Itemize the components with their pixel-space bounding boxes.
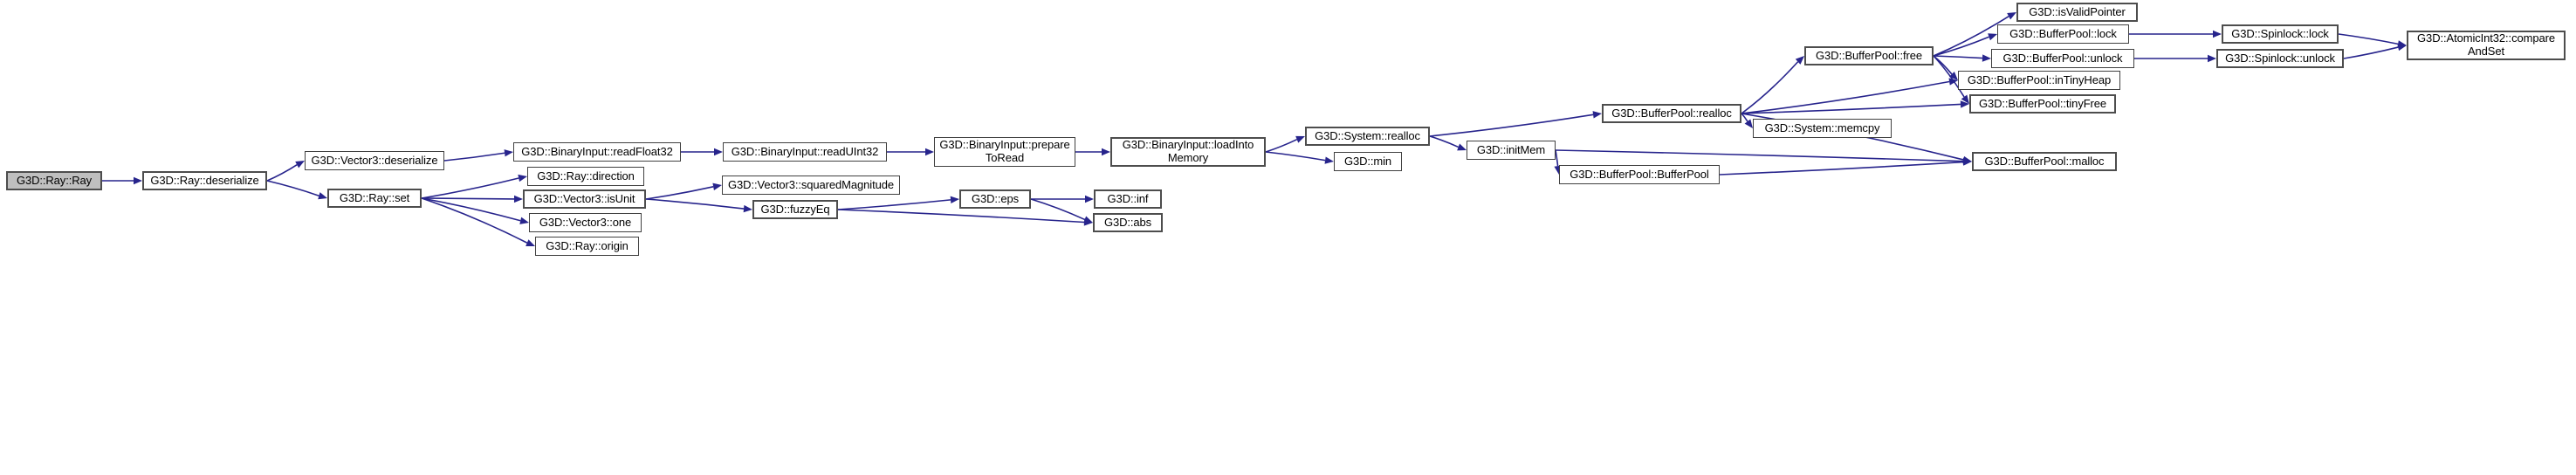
graph-edge-arrow-n23-n25 xyxy=(1961,94,1969,104)
graph-edge-n20-n24 xyxy=(1741,80,1950,114)
graph-edge-arrow-n3-n8 xyxy=(526,239,535,246)
graph-node-n32[interactable]: G3D::AtomicInt32::compare AndSet xyxy=(2407,31,2566,60)
graph-node-n16[interactable]: G3D::BinaryInput::loadInto Memory xyxy=(1110,137,1266,167)
graph-node-n2[interactable]: G3D::Vector3::deserialize xyxy=(305,151,444,170)
graph-edge-n3-n5 xyxy=(421,177,519,199)
graph-edge-arrow-n30-n32 xyxy=(2397,40,2407,48)
graph-node-n21[interactable]: G3D::BufferPool::BufferPool xyxy=(1559,165,1720,184)
graph-edge-arrow-n20-n26 xyxy=(1962,155,1972,164)
graph-node-n7[interactable]: G3D::Vector3::one xyxy=(529,213,642,232)
graph-edge-n19-n26 xyxy=(1555,149,1964,162)
graph-edge-n17-n20 xyxy=(1429,114,1594,137)
graph-node-n12[interactable]: G3D::BinaryInput::prepare ToRead xyxy=(934,137,1075,167)
graph-edge-arrow-n20-n23 xyxy=(1795,56,1804,65)
graph-edge-arrow-n1-n2 xyxy=(295,161,305,169)
graph-node-n28[interactable]: G3D::BufferPool::lock xyxy=(1997,24,2129,44)
graph-node-n8[interactable]: G3D::Ray::origin xyxy=(535,237,639,256)
graph-edge-n30-n32 xyxy=(2338,33,2399,45)
graph-edge-n2-n4 xyxy=(443,152,505,162)
graph-edge-n13-n15 xyxy=(1030,198,1085,221)
graph-edge-n1-n3 xyxy=(266,180,319,196)
graph-edge-arrow-n4-n9 xyxy=(714,148,723,156)
graph-edge-n20-n23 xyxy=(1741,61,1799,114)
graph-edge-arrow-n6-n11 xyxy=(743,204,752,213)
graph-edge-arrow-n2-n4 xyxy=(504,149,513,157)
graph-edge-n23-n24 xyxy=(1933,55,1953,75)
graph-edge-arrow-n3-n5 xyxy=(518,174,527,182)
graph-edge-n17-n19 xyxy=(1429,135,1459,148)
graph-edge-arrow-n20-n24 xyxy=(1948,78,1958,86)
graph-edge-n3-n8 xyxy=(421,197,528,244)
graph-edge-arrow-n20-n25 xyxy=(1960,100,1969,108)
graph-node-n30[interactable]: G3D::Spinlock::lock xyxy=(2222,24,2339,44)
graph-node-n19[interactable]: G3D::initMem xyxy=(1467,141,1556,160)
graph-edge-arrow-n17-n20 xyxy=(1592,111,1602,119)
graph-edge-arrow-n23-n28 xyxy=(1988,33,1997,41)
graph-edge-arrow-n28-n30 xyxy=(2213,30,2222,38)
graph-edge-n16-n17 xyxy=(1265,138,1298,153)
graph-edge-arrow-n21-n26 xyxy=(1962,158,1972,166)
graph-edge-arrow-n23-n24 xyxy=(1948,71,1958,80)
graph-node-n25[interactable]: G3D::BufferPool::tinyFree xyxy=(1969,94,2116,114)
graph-edge-n6-n11 xyxy=(645,198,745,210)
graph-edge-n1-n2 xyxy=(266,164,298,182)
graph-edge-arrow-n3-n6 xyxy=(513,195,523,203)
graph-node-n26[interactable]: G3D::BufferPool::malloc xyxy=(1972,152,2117,171)
graph-node-n6[interactable]: G3D::Vector3::isUnit xyxy=(523,189,646,209)
graph-node-n11[interactable]: G3D::fuzzyEq xyxy=(752,200,838,219)
graph-edge-arrow-n3-n7 xyxy=(519,217,529,224)
graph-edge-arrow-n6-n10 xyxy=(712,182,722,190)
graph-node-n14[interactable]: G3D::inf xyxy=(1094,189,1162,209)
graph-edge-arrow-n13-n15 xyxy=(1083,216,1093,224)
graph-node-n15[interactable]: G3D::abs xyxy=(1093,213,1163,232)
graph-node-n24[interactable]: G3D::BufferPool::inTinyHeap xyxy=(1958,71,2120,90)
graph-edge-arrow-n29-n31 xyxy=(2208,54,2216,63)
graph-edge-arrow-n20-n22 xyxy=(1744,119,1753,128)
graph-edge-n11-n15 xyxy=(837,209,1085,224)
graph-node-n9[interactable]: G3D::BinaryInput::readUInt32 xyxy=(723,142,887,162)
graph-node-n3[interactable]: G3D::Ray::set xyxy=(327,189,422,208)
graph-edge-n20-n25 xyxy=(1741,103,1961,114)
graph-edge-arrow-n9-n12 xyxy=(925,148,934,156)
graph-node-n17[interactable]: G3D::System::realloc xyxy=(1305,127,1430,146)
graph-edge-n11-n13 xyxy=(837,199,951,210)
graph-edge-n3-n6 xyxy=(421,197,515,200)
graph-edge-arrow-n16-n18 xyxy=(1324,156,1334,164)
graph-edge-arrow-n1-n3 xyxy=(318,192,327,200)
graph-edge-n20-n22 xyxy=(1741,113,1748,122)
graph-node-n22[interactable]: G3D::System::memcpy xyxy=(1753,119,1892,138)
graph-edge-n16-n18 xyxy=(1265,151,1326,162)
graph-edge-n21-n26 xyxy=(1719,161,1964,176)
graph-edge-arrow-n23-n29 xyxy=(1982,54,1991,62)
graph-node-n13[interactable]: G3D::eps xyxy=(959,189,1031,209)
graph-edge-arrow-n19-n26 xyxy=(1962,157,1972,165)
graph-edge-n23-n29 xyxy=(1933,55,1983,59)
graph-node-n10[interactable]: G3D::Vector3::squaredMagnitude xyxy=(722,176,900,195)
graph-node-n1[interactable]: G3D::Ray::deserialize xyxy=(142,171,267,190)
graph-edge-n6-n10 xyxy=(645,186,714,200)
graph-edge-n19-n21 xyxy=(1555,149,1559,167)
graph-edge-arrow-n12-n16 xyxy=(1102,148,1110,156)
graph-node-n27[interactable]: G3D::isValidPointer xyxy=(2016,3,2138,22)
graph-node-n0[interactable]: G3D::Ray::Ray xyxy=(6,171,102,190)
graph-edge-arrow-n11-n15 xyxy=(1083,218,1093,226)
graph-edge-arrow-n0-n1 xyxy=(134,176,142,185)
graph-node-n31[interactable]: G3D::Spinlock::unlock xyxy=(2216,49,2344,68)
graph-edge-arrow-n31-n32 xyxy=(2397,43,2407,52)
graph-edge-n23-n28 xyxy=(1933,36,1989,57)
graph-edge-arrow-n16-n17 xyxy=(1295,135,1305,143)
graph-edge-arrow-n11-n13 xyxy=(950,196,959,204)
graph-node-n18[interactable]: G3D::min xyxy=(1334,152,1402,171)
graph-edge-arrow-n13-n14 xyxy=(1085,195,1094,203)
graph-node-n23[interactable]: G3D::BufferPool::free xyxy=(1804,46,1934,65)
graph-node-n20[interactable]: G3D::BufferPool::realloc xyxy=(1602,104,1741,123)
graph-edge-arrow-n17-n19 xyxy=(1457,143,1467,151)
graph-node-n29[interactable]: G3D::BufferPool::unlock xyxy=(1991,49,2134,68)
graph-node-n5[interactable]: G3D::Ray::direction xyxy=(527,167,644,186)
graph-edge-arrow-n23-n27 xyxy=(2007,12,2016,20)
graph-edge-n31-n32 xyxy=(2343,46,2399,59)
graph-edge-n3-n7 xyxy=(421,197,521,222)
graph-node-n4[interactable]: G3D::BinaryInput::readFloat32 xyxy=(513,142,681,162)
